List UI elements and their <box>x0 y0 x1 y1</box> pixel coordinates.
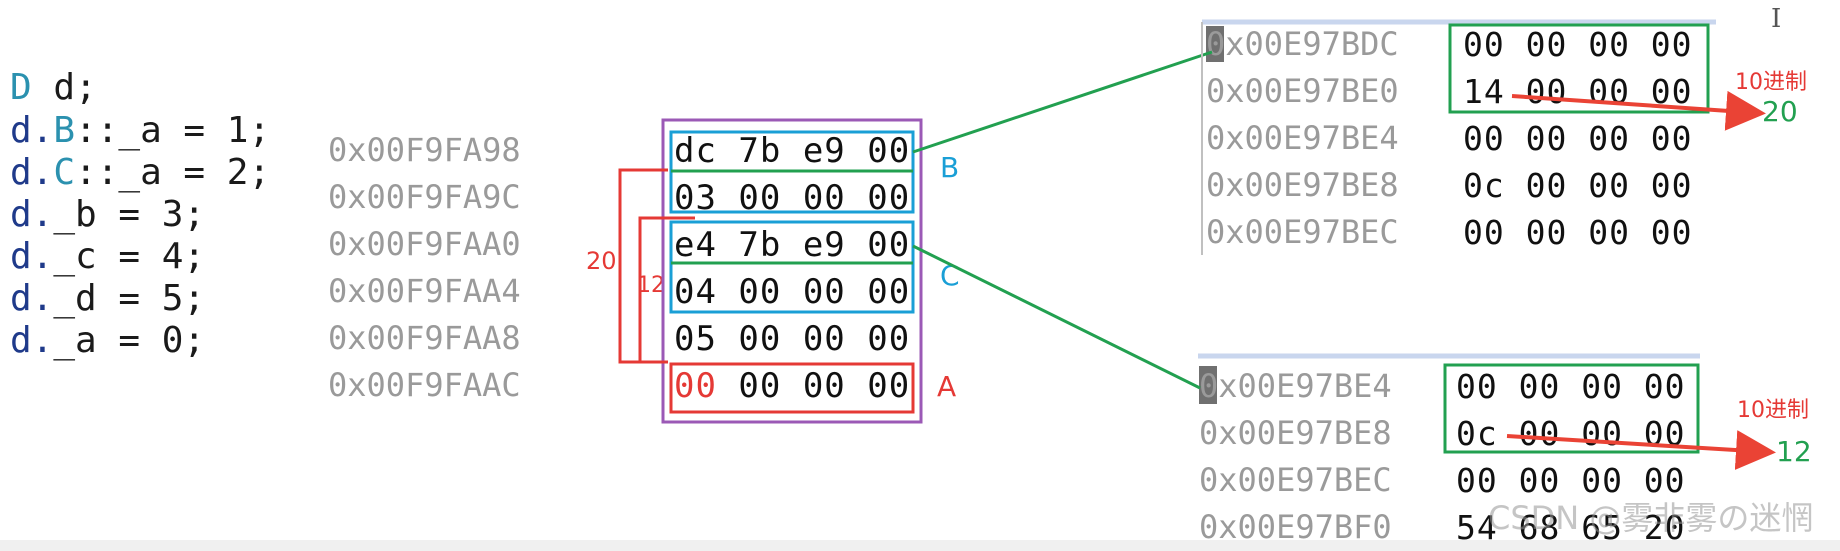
region-label-a: A <box>937 370 957 403</box>
code-line-2: d.B::_a = 1; <box>10 113 270 149</box>
code-rest: _b = 3; <box>53 194 206 235</box>
memory-panel-top: 0x00E97BDC 0x00E97BE0 0x00E97BE4 0x00E97… <box>1200 18 1720 258</box>
address-label: 0x00F9FAA8 <box>328 319 521 357</box>
memory-row: 04 00 00 00 <box>674 272 911 312</box>
arrow-to-decimal-top <box>1511 90 1766 131</box>
code-type: D <box>10 67 32 108</box>
connector-to-top-panel <box>912 50 1213 154</box>
address-label: 0x00F9FA9C <box>328 178 521 216</box>
code-rest: _d = 5; <box>53 278 206 319</box>
offset-bracket-outer <box>618 168 668 364</box>
panel-address: 0x00E97BE4 <box>1199 367 1392 405</box>
memory-row: e4 7b e9 00 <box>674 225 911 265</box>
memory-row: 00 00 00 00 <box>674 369 910 403</box>
offset-label-outer: 20 <box>586 247 617 275</box>
code-object: d. <box>10 194 54 235</box>
code-line-1: D d; <box>10 70 97 106</box>
panel-address: 0x00E97BE0 <box>1206 72 1399 110</box>
code-line-7: d._a = 0; <box>10 323 205 359</box>
code-rest: d; <box>31 67 97 108</box>
struct-frame <box>661 118 923 424</box>
panel-address: 0x00E97BE4 <box>1206 119 1399 157</box>
code-scope: C <box>53 152 76 193</box>
decimal-result-top: 20 <box>1762 95 1798 128</box>
bottom-strip <box>0 540 1840 551</box>
panel-address: 0x00E97BE8 <box>1206 166 1399 204</box>
code-object: d. <box>10 236 54 277</box>
panel-bottom-highlight <box>1443 363 1700 454</box>
code-object: d. <box>10 110 54 151</box>
decimal-note-top: 10进制 <box>1735 70 1807 95</box>
region-label-c: C <box>940 259 960 292</box>
memory-panel-bottom: 0x00E97BE4 0x00E97BE8 0x00E97BEC 0x00E97… <box>1195 352 1705 547</box>
panel-address: 0x00E97BF0 <box>1199 508 1392 546</box>
panel-bytes: 00 00 00 00 <box>1463 119 1693 158</box>
code-object: d. <box>10 152 54 193</box>
address-label: 0x00F9FAA0 <box>328 225 521 263</box>
region-box-c <box>669 220 915 314</box>
panel-bytes: 00 00 00 00 <box>1463 213 1693 252</box>
caret-highlight <box>1199 366 1217 404</box>
code-line-3: d.C::_a = 2; <box>10 155 270 191</box>
arrow-to-decimal-bottom <box>1506 430 1776 471</box>
panel-address: 0x00E97BDC <box>1206 25 1399 63</box>
memory-byte-rest: 00 00 00 <box>716 366 911 406</box>
memory-row: dc 7b e9 00 <box>674 131 911 171</box>
panel-bytes: 14 00 00 00 <box>1463 72 1693 111</box>
text-cursor-icon: I <box>1771 4 1782 34</box>
code-scope: B <box>53 110 76 151</box>
code-line-6: d._d = 5; <box>10 281 205 317</box>
panel-bytes: 00 00 00 00 <box>1463 25 1693 64</box>
code-object: d. <box>10 320 54 361</box>
offset-label-inner: 12 <box>637 273 665 298</box>
code-rest: ::_a = 2; <box>75 152 271 193</box>
code-rest: ::_a = 1; <box>75 110 271 151</box>
decimal-result-bottom: 12 <box>1776 435 1812 468</box>
offset-bracket-inner <box>638 216 695 364</box>
connector-to-bottom-panel <box>912 244 1201 390</box>
memory-row: 03 00 00 00 <box>674 178 911 218</box>
address-label: 0x00F9FAAC <box>328 366 521 404</box>
panel-address: 0x00E97BE8 <box>1199 414 1392 452</box>
region-box-a <box>669 362 915 414</box>
panel-bytes: 00 00 00 00 <box>1456 367 1686 406</box>
decimal-note-bottom: 10进制 <box>1737 398 1809 423</box>
memory-row: 05 00 00 00 <box>674 319 911 359</box>
panel-top-highlight <box>1448 23 1710 114</box>
memory-byte-highlight: 00 <box>674 366 717 406</box>
panel-address: 0x00E97BEC <box>1206 213 1399 251</box>
panel-address: 0x00E97BEC <box>1199 461 1392 499</box>
code-rest: _a = 0; <box>53 320 206 361</box>
watermark-text: CSDN @雾非雾の迷惘 <box>1488 499 1814 537</box>
panel-bytes: 54 68 65 20 <box>1456 508 1686 547</box>
panel-bytes: 0c 00 00 00 <box>1463 166 1693 205</box>
code-line-5: d._c = 4; <box>10 239 205 275</box>
panel-bytes: 00 00 00 00 <box>1456 461 1686 500</box>
address-label: 0x00F9FA98 <box>328 131 521 169</box>
address-label: 0x00F9FAA4 <box>328 272 521 310</box>
code-object: d. <box>10 278 54 319</box>
code-rest: _c = 4; <box>53 236 206 277</box>
region-label-b: B <box>940 151 960 184</box>
code-line-4: d._b = 3; <box>10 197 205 233</box>
